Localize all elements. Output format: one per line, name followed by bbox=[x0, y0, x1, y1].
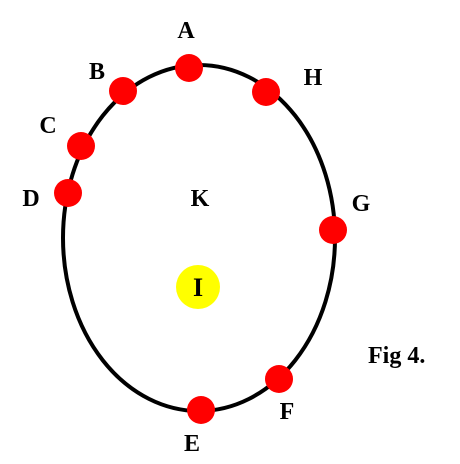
center-label: K bbox=[191, 186, 210, 212]
point-marker-d bbox=[54, 179, 82, 207]
point-label-b: B bbox=[89, 59, 105, 85]
point-marker-e bbox=[187, 396, 215, 424]
figure-caption: Fig 4. bbox=[368, 343, 425, 369]
point-marker-g bbox=[319, 216, 347, 244]
point-label-g: G bbox=[352, 191, 371, 217]
point-label-f: F bbox=[280, 399, 295, 425]
orbit-point-b: B bbox=[89, 59, 137, 105]
point-label-a: A bbox=[177, 18, 195, 44]
orbit-point-g: G bbox=[319, 191, 371, 244]
point-marker-c bbox=[67, 132, 95, 160]
point-label-c: C bbox=[39, 113, 56, 139]
orbit-point-c: C bbox=[39, 113, 95, 160]
orbit-point-d: D bbox=[22, 179, 82, 212]
focus-circle bbox=[176, 265, 220, 309]
focus-label: I bbox=[193, 273, 203, 302]
point-marker-f bbox=[265, 365, 293, 393]
point-marker-b bbox=[109, 77, 137, 105]
point-label-h: H bbox=[304, 65, 323, 91]
point-label-e: E bbox=[184, 431, 200, 457]
point-label-d: D bbox=[22, 186, 39, 212]
orbit-point-h: H bbox=[252, 65, 323, 106]
orbit-point-f: F bbox=[265, 365, 294, 425]
elliptical-orbit bbox=[61, 63, 337, 413]
point-marker-a bbox=[175, 54, 203, 82]
point-marker-h bbox=[252, 78, 280, 106]
orbit-point-a: A bbox=[175, 18, 203, 82]
orbit-point-e: E bbox=[184, 396, 215, 457]
